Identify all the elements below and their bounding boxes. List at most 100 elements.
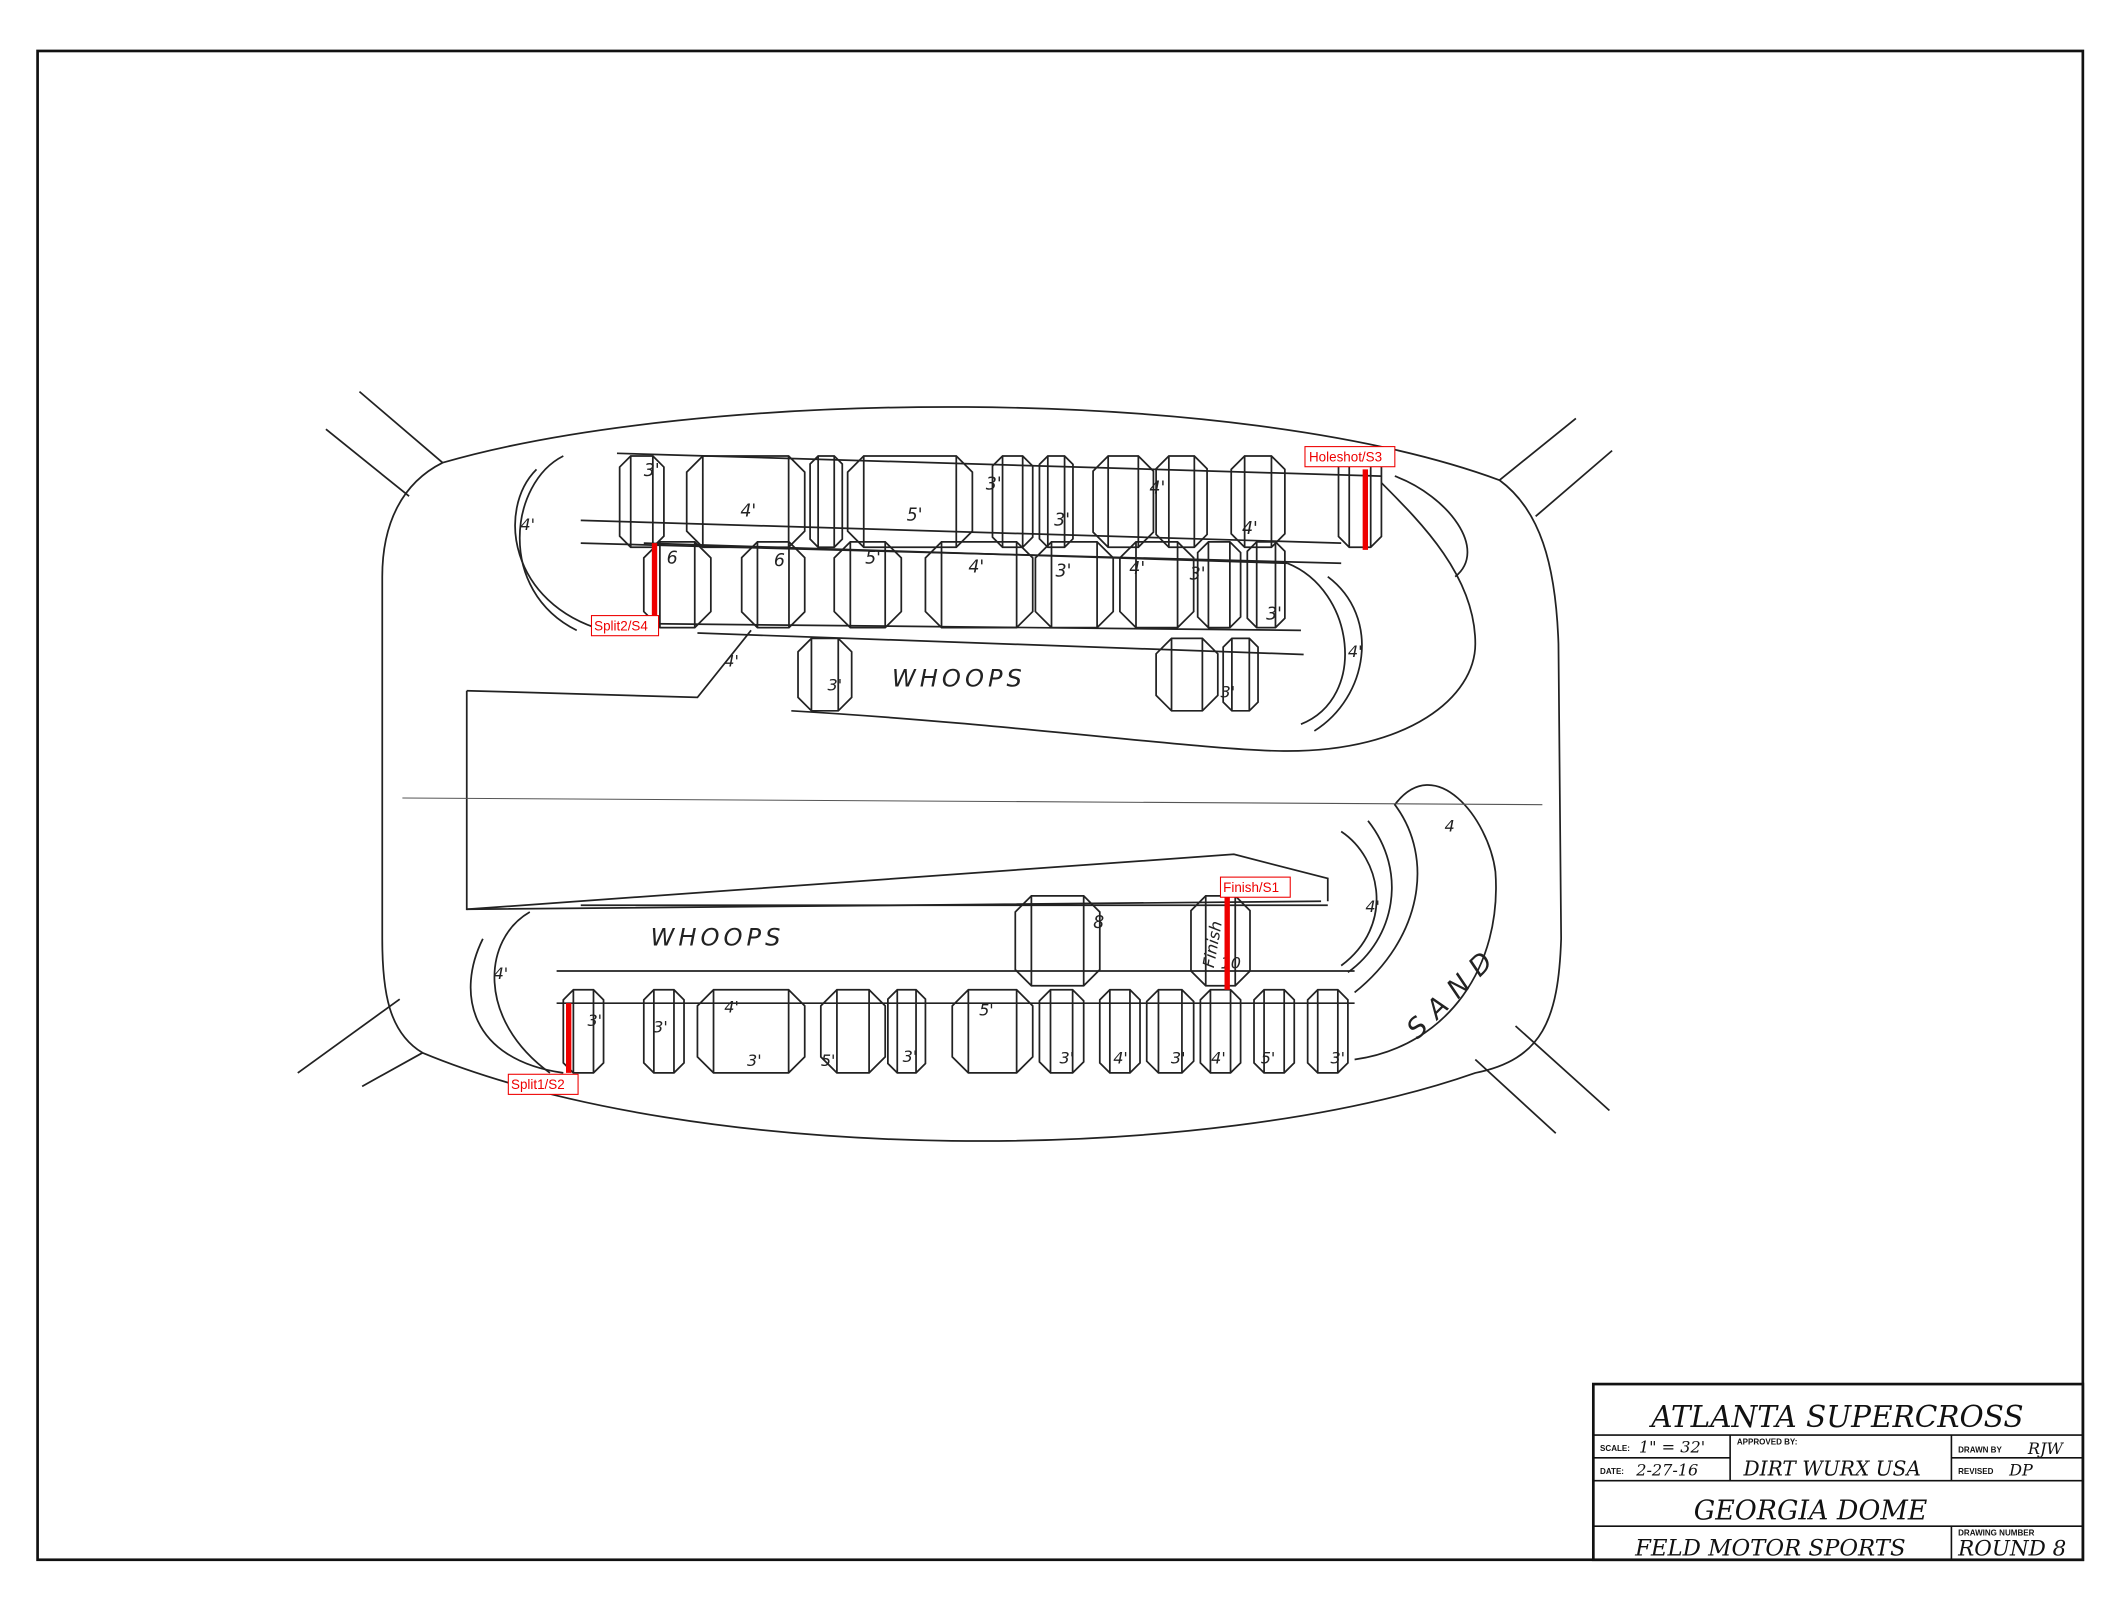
drawing-number-value: ROUND 8 [1957, 1537, 2066, 1562]
turn-label: 4' [494, 964, 509, 983]
drawing-centerline [402, 797, 1543, 806]
jump-label: 3' [1171, 1049, 1186, 1068]
drawing-number-label: DRAWING NUMBER [1958, 1529, 2034, 1538]
jump-label: 3' [1056, 562, 1072, 582]
jump-label: 3' [1190, 564, 1206, 584]
jump-outline [740, 540, 806, 629]
jump-label: 4' [1113, 1049, 1128, 1068]
jump-outline [951, 988, 1034, 1074]
turn-label: 4' [1365, 897, 1380, 916]
jump-label: 6 [667, 548, 678, 568]
jump-outline [924, 540, 1034, 629]
marker-label: Split2/S4 [594, 618, 648, 633]
client-name: FELD MOTOR SPORTS [1634, 1536, 1906, 1562]
date-label: DATE: [1600, 1467, 1624, 1476]
date-value: 2-27-16 [1635, 1460, 1698, 1479]
approved-value: DIRT WURX USA [1743, 1456, 1921, 1480]
jump-label: 5' [821, 1051, 836, 1070]
jump-outline [1306, 988, 1349, 1074]
timing-marker-holeshot: Holeshot/S3 [1304, 446, 1396, 550]
title-block: ATLANTA SUPERCROSS SCALE: 1" = 32' DATE:… [1591, 1382, 2085, 1562]
jump-outline [1222, 637, 1259, 712]
jump-label: 3' [1330, 1049, 1345, 1068]
turn-label: 4' [1348, 642, 1363, 661]
jump-outline [887, 988, 927, 1074]
jump-outline [1014, 895, 1101, 987]
jump-label: 3' [1060, 1049, 1075, 1068]
jump-label: 3' [828, 676, 843, 695]
jump-label: 3' [1054, 511, 1070, 531]
scale-label: SCALE: [1600, 1444, 1630, 1453]
bottom-lane-labels: 3' 3' 4' 3' 5' 5' 3' 3' 4' 3' 4' 5' 3' [587, 998, 1345, 1071]
jump-label: 4' [968, 558, 984, 578]
turn-labels: 4' 4' 4' 4' 4' 4 [494, 515, 1455, 983]
marker-label: Finish/S1 [1223, 880, 1279, 895]
venue-name: GEORGIA DOME [1694, 1496, 1928, 1527]
whoops-upper-label: WHOOPS [892, 665, 1026, 693]
jump-outline [1038, 455, 1074, 549]
jump-outline [642, 988, 685, 1074]
jump-label: 10 [1220, 953, 1240, 972]
jump-outline [797, 637, 853, 712]
sheet-border [36, 49, 2085, 1562]
jump-label: 3' [903, 1047, 918, 1066]
jump-outline [1155, 637, 1219, 712]
turn-label: 4 [1444, 817, 1454, 836]
jump-outline [1199, 988, 1242, 1074]
track-outline [465, 452, 1497, 1074]
jump-outline [1038, 988, 1085, 1074]
drawn-by-label: DRAWN BY [1958, 1445, 2002, 1454]
jump-outline [809, 455, 844, 549]
top-lane-labels: 3' 4' 5' 3' 3' 4' 4' [644, 461, 1258, 539]
jump-outline [1155, 455, 1208, 549]
jump-outline [846, 455, 974, 549]
jump-label: 5' [979, 1000, 994, 1019]
jump-outline [1196, 540, 1242, 629]
jump-outline [819, 988, 887, 1074]
jump-outline [618, 455, 665, 549]
jump-outline [1253, 988, 1296, 1074]
jump-label: 3' [1220, 682, 1235, 701]
drawing-title: ATLANTA SUPERCROSS [1648, 1400, 2023, 1434]
jump-label: 5' [1261, 1049, 1276, 1068]
jump-outline [1098, 988, 1141, 1074]
whoops-lower-label: WHOOPS [650, 924, 784, 952]
jump-label: 8 [1093, 913, 1104, 933]
jump-outline [1230, 455, 1286, 549]
jump-outline [685, 455, 806, 549]
timing-marker-split2: Split2/S4 [590, 543, 660, 637]
approved-label: APPROVED BY: [1737, 1437, 1798, 1446]
sand-label: SAND [1401, 939, 1507, 1045]
jump-label: 5' [865, 548, 881, 568]
jump-label: 4' [1149, 479, 1165, 499]
jump-label: 3' [1266, 605, 1282, 625]
jump-label: 6 [774, 551, 785, 571]
jump-outline [1145, 988, 1195, 1074]
jump-label: 5' [907, 505, 923, 525]
turn-label: 4' [724, 652, 739, 671]
jump-outline [1190, 895, 1251, 987]
jump-outline [1337, 455, 1383, 549]
jump-label: 3' [986, 475, 1002, 495]
stadium-floor-outline [381, 406, 1563, 1142]
drawn-by-value: RJW [2027, 1439, 2065, 1458]
jump-label: 3' [747, 1051, 762, 1070]
jump-label: 4' [724, 998, 739, 1017]
marker-label: Split1/S2 [511, 1077, 565, 1092]
jump-label: 4' [1242, 519, 1258, 539]
jump-label: 3' [644, 461, 660, 481]
jump-label: 3' [653, 1018, 668, 1037]
jump-label: 3' [587, 1011, 602, 1030]
jump-outline [1119, 540, 1195, 629]
jump-label: 4' [1211, 1049, 1226, 1068]
jump-outline [991, 455, 1034, 549]
jump-outline [1246, 540, 1286, 629]
second-lane-labels: 6 6 5' 4' 3' 4' 3' 3' [667, 548, 1282, 624]
jump-outline [833, 540, 903, 629]
marker-label: Holeshot/S3 [1309, 449, 1382, 464]
jump-group [562, 455, 1383, 1074]
timing-marker-finish: Finish/S1 [1219, 876, 1291, 990]
jump-outline [696, 988, 806, 1074]
revised-value: DP [2008, 1460, 2034, 1479]
